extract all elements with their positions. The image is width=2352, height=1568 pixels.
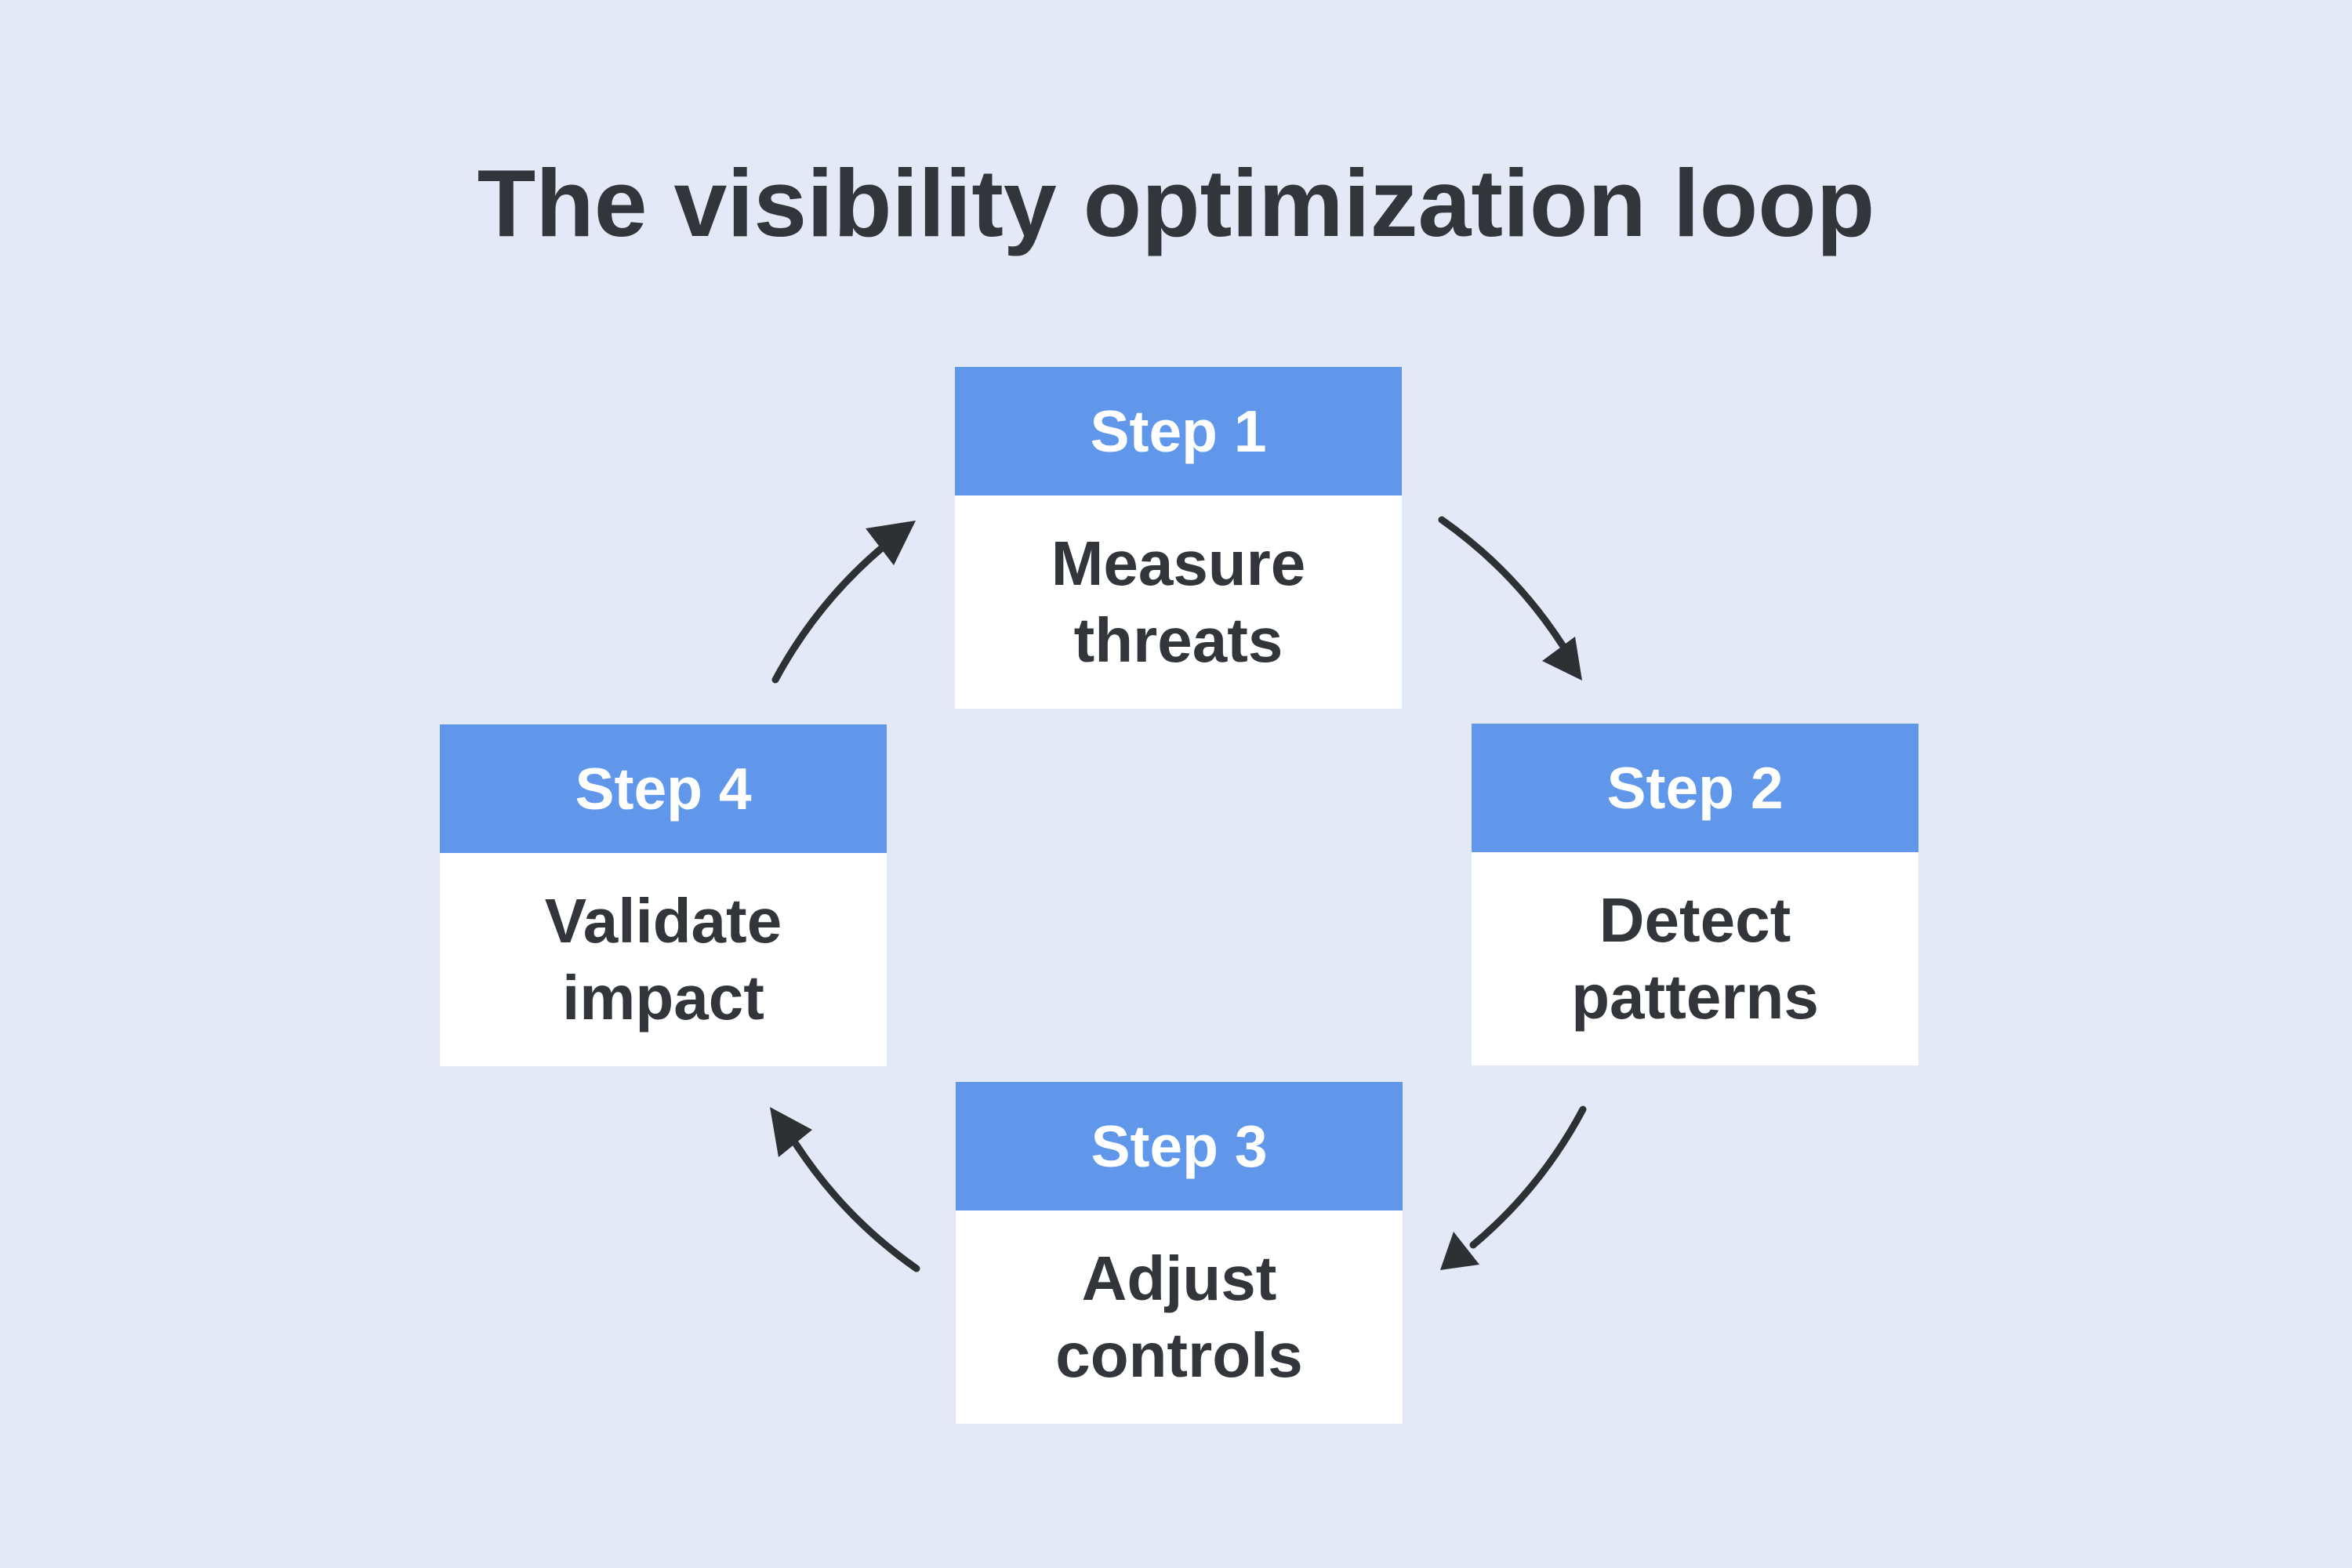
step-2-header: Step 2 (1472, 724, 1918, 852)
step-card-3: Step 3 Adjust controls (956, 1082, 1403, 1424)
step-3-description: Adjust controls (956, 1210, 1403, 1424)
step-1-header: Step 1 (955, 367, 1402, 495)
arrow-step1-to-step2-head-icon (1542, 637, 1582, 681)
arrow-step4-to-step1 (771, 521, 916, 684)
arrow-step3-to-step4-curve (792, 1140, 920, 1272)
arrow-step1-to-step2 (1438, 516, 1582, 681)
arrow-step2-to-step3-curve (1469, 1105, 1587, 1249)
step-card-2: Step 2 Detect patterns (1472, 724, 1918, 1065)
arrow-step1-to-step2-curve (1438, 516, 1566, 649)
step-card-4: Step 4 Validate impact (440, 724, 887, 1066)
step-1-description: Measure threats (955, 495, 1402, 709)
arrow-step4-to-step1-curve (771, 543, 887, 684)
step-3-header: Step 3 (956, 1082, 1403, 1210)
arrow-step3-to-step4 (770, 1107, 920, 1272)
arrow-step4-to-step1-head-icon (866, 521, 916, 565)
step-4-description: Validate impact (440, 853, 887, 1066)
step-4-header: Step 4 (440, 724, 887, 853)
diagram-title: The visibility optimization loop (477, 150, 1875, 256)
arrow-step3-to-step4-head-icon (770, 1107, 812, 1157)
step-2-description: Detect patterns (1472, 852, 1918, 1065)
arrow-step2-to-step3 (1440, 1105, 1587, 1270)
arrow-step2-to-step3-head-icon (1440, 1232, 1479, 1270)
step-card-1: Step 1 Measure threats (955, 367, 1402, 709)
